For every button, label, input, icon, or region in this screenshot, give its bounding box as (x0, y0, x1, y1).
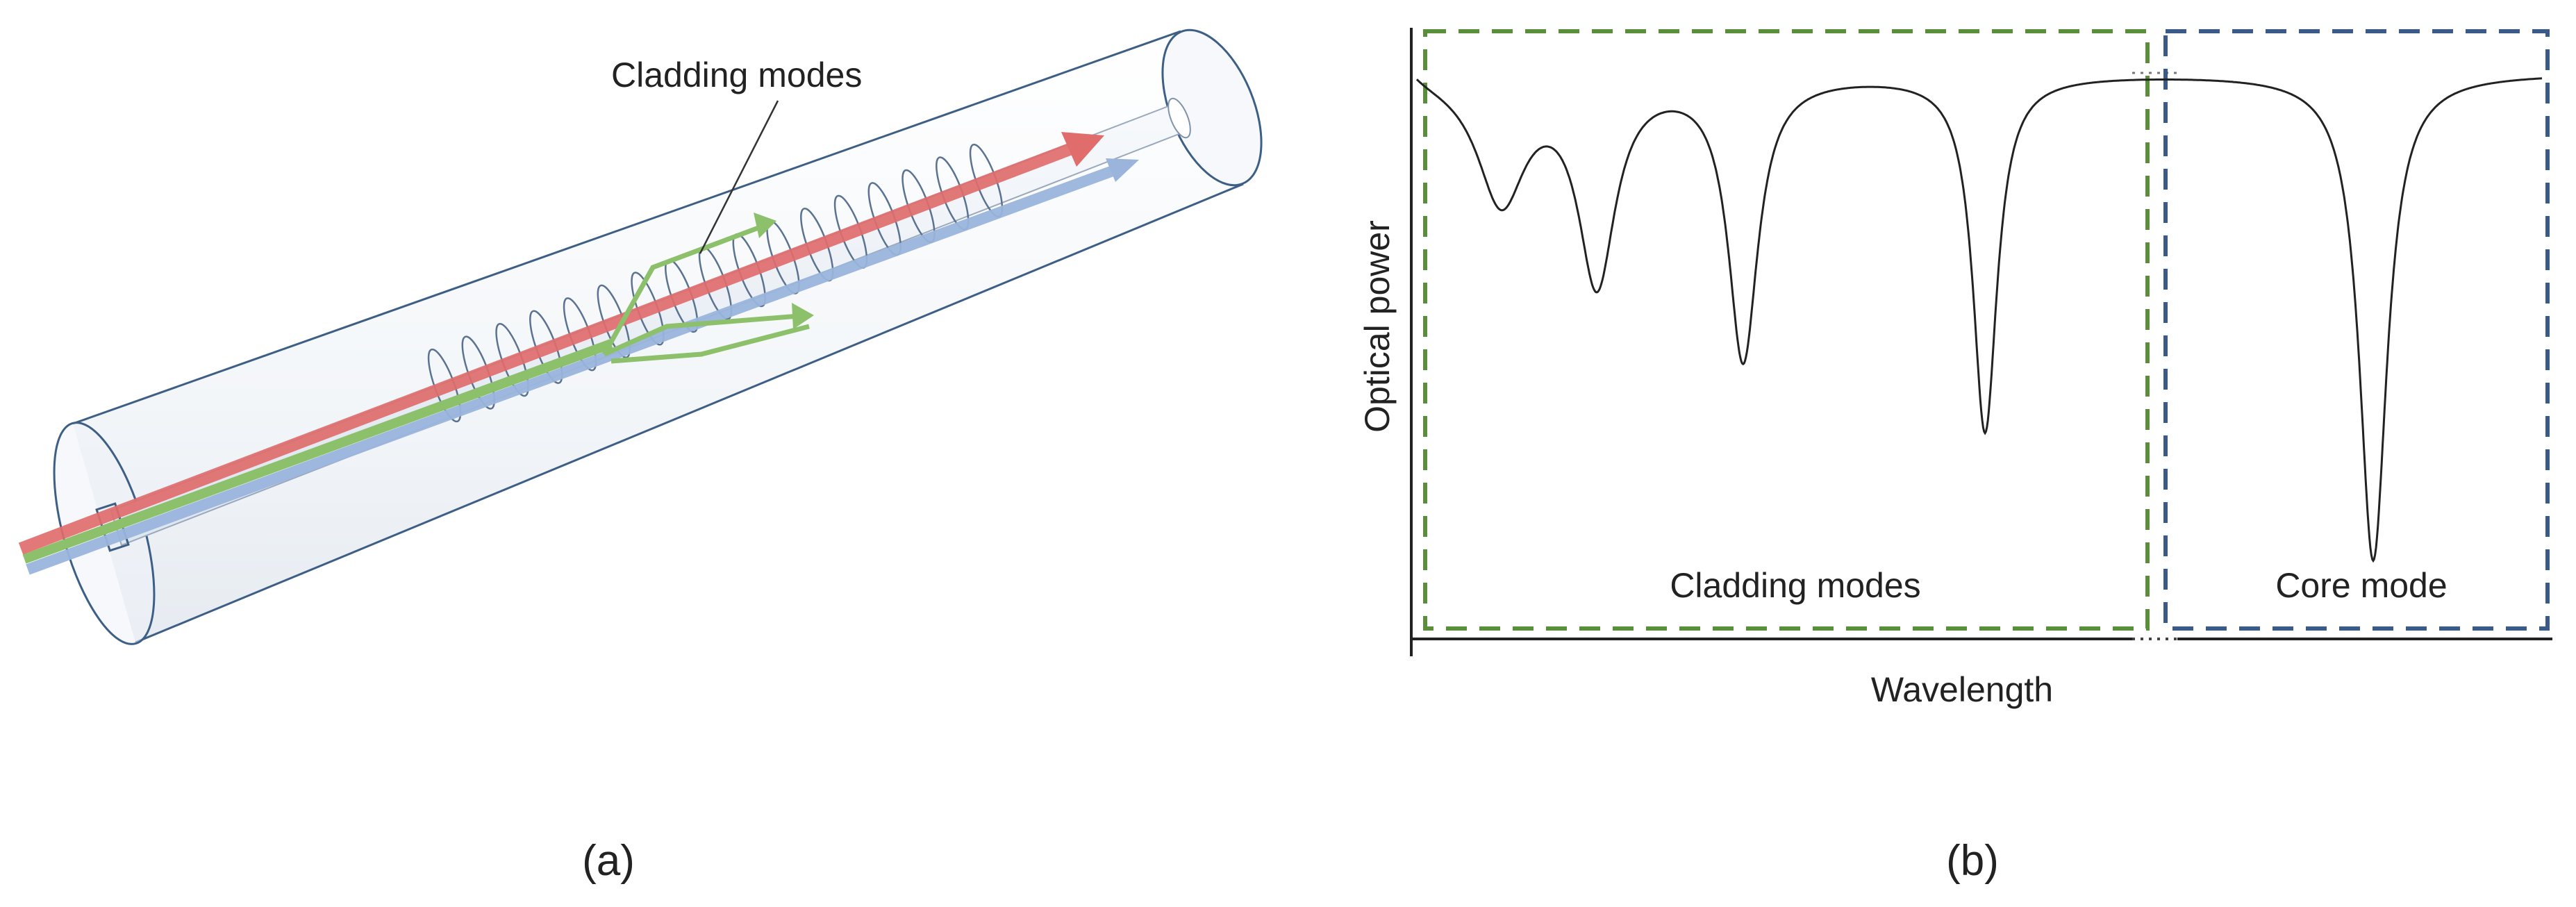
caption-a: (a) (582, 837, 635, 885)
spectrum-curve (1415, 77, 2543, 563)
red-beam-arrowhead (1061, 132, 1104, 167)
blue-beam-arrowhead (1106, 158, 1139, 182)
cladding-mode-arrowhead-lower (792, 303, 814, 329)
fiber-top-edge (72, 30, 1181, 425)
cladding-mode-arrow-third (610, 324, 810, 364)
red-beam (18, 143, 1072, 555)
light-beams (18, 132, 1139, 575)
panel-a-fiber-diagram: Cladding modes (a) (18, 28, 1263, 885)
y-axis-label: Optical power (1358, 220, 1397, 433)
x-axis-label: Wavelength (1871, 670, 2053, 709)
fiber-bottom-edge (135, 183, 1244, 644)
callout-leader-line (699, 100, 779, 254)
fiber-core-end-right (1167, 97, 1191, 139)
caption-b: (b) (1946, 837, 1999, 885)
cladding-modes-region-box (1423, 29, 2150, 631)
callout-label: Cladding modes (611, 56, 862, 94)
cladding-mode-arrow-lower (603, 313, 799, 357)
cladding-mode-arrows (601, 213, 814, 364)
panel-b-spectrum-chart: Optical power Wavelength Cladding modes … (1358, 28, 2552, 885)
cladding-mode-arrowhead-upper (754, 213, 776, 238)
green-beam (22, 339, 613, 564)
core-mode-box-label: Core mode (2275, 566, 2447, 605)
cladding-mode-arrow-upper (601, 223, 765, 356)
cladding-modes-box-label: Cladding modes (1670, 566, 1920, 605)
blue-beam (26, 165, 1117, 575)
core-mode-region-box (2163, 29, 2550, 631)
